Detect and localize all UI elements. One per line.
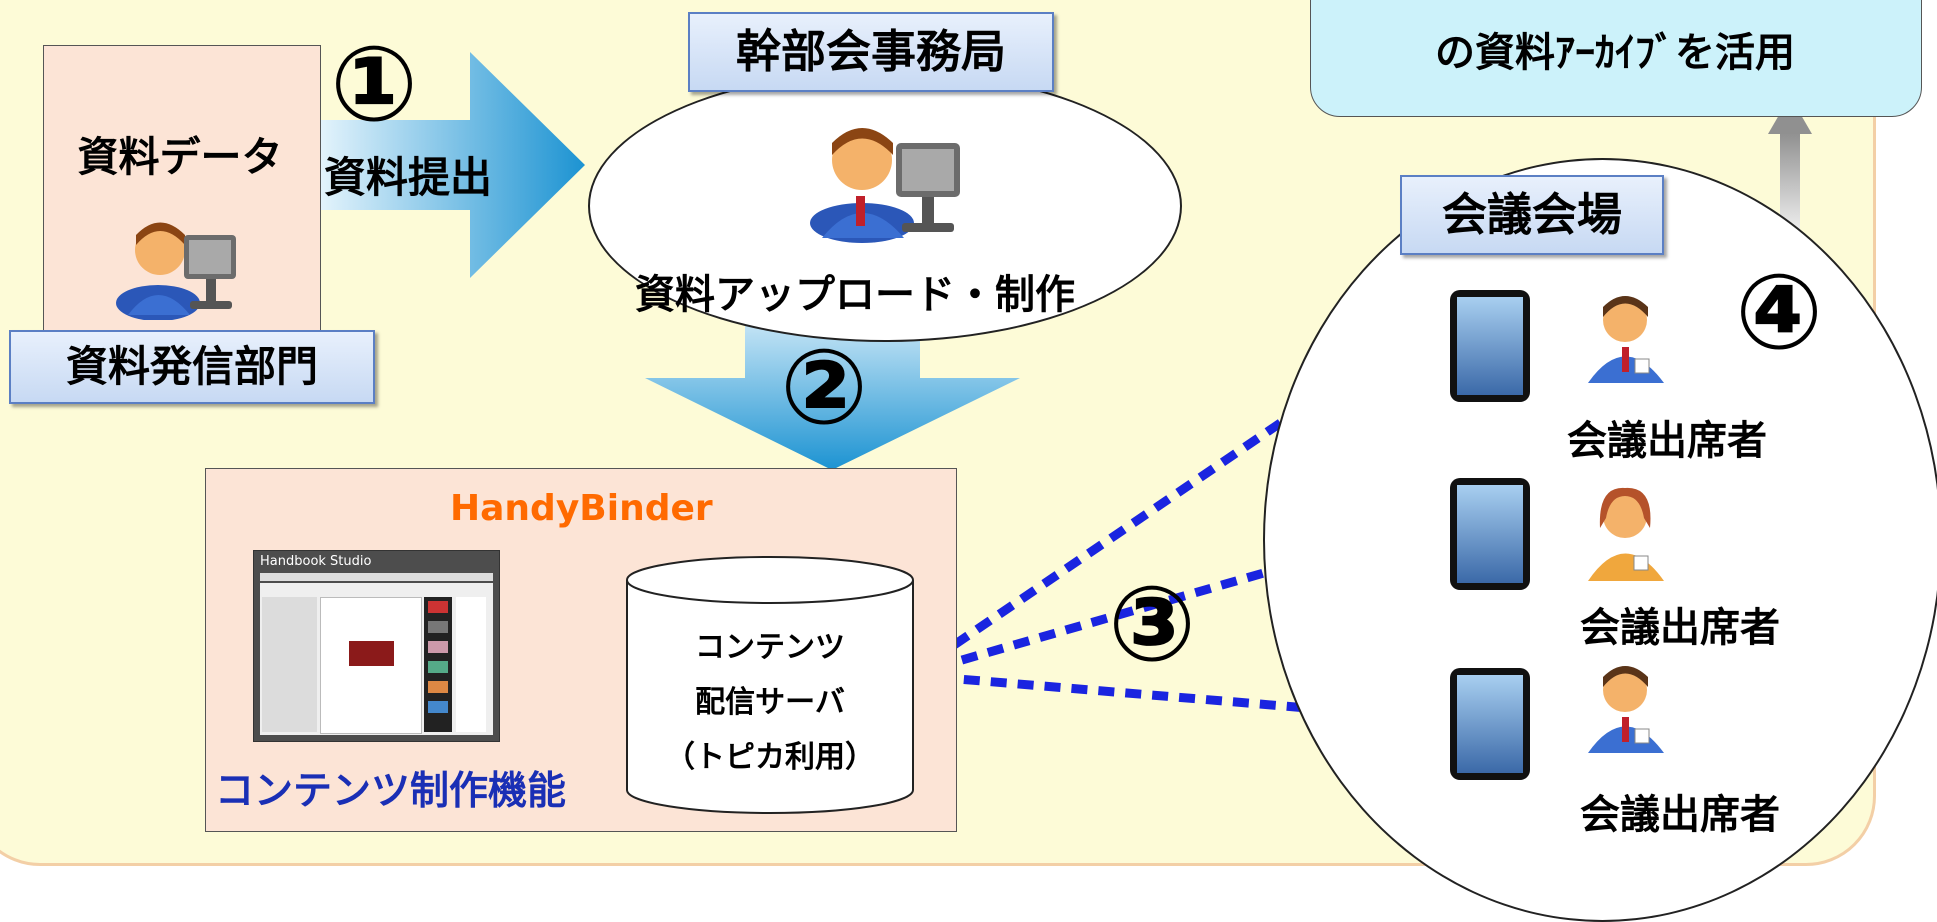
attendee-avatar-icon	[1580, 285, 1670, 389]
secretariat-label: 幹部会事務局	[688, 12, 1054, 92]
person-computer-icon	[108, 205, 248, 324]
tablet-icon	[1450, 290, 1530, 402]
step1-arrow	[318, 52, 585, 278]
server-cylinder	[626, 556, 914, 814]
archive-box	[1310, 0, 1922, 117]
step4-number: ④	[1735, 251, 1824, 373]
server-line1: コンテンツ	[695, 630, 845, 665]
content-tool-label: コンテンツ制作機能	[215, 769, 567, 814]
server-line2: 配信サーバ	[695, 685, 845, 720]
step3-number: ③	[1108, 563, 1197, 685]
source-dept-label: 資料発信部門	[9, 330, 375, 404]
attendee-avatar-icon	[1580, 655, 1670, 759]
step1-number: ①	[330, 23, 419, 145]
tablet-icon	[1450, 668, 1530, 780]
handbook-studio-screenshot: Handbook Studio	[253, 550, 500, 742]
step2-arrow	[645, 300, 1020, 470]
person-computer-icon	[800, 108, 970, 247]
handybinder-title: HandyBinder	[450, 488, 713, 529]
tablet-icon	[1450, 478, 1530, 590]
attendee-label: 会議出席者	[1580, 605, 1780, 651]
server-line3: （トピカ利用）	[665, 740, 875, 775]
secretariat-action: 資料アップロード・制作	[635, 272, 1075, 318]
source-box-title: 資料データ	[77, 133, 283, 181]
archive-text: の資料ｱｰｶｲﾌﾞを活用	[1435, 30, 1795, 76]
venue-label: 会議会場	[1400, 175, 1664, 255]
step1-label: 資料提出	[324, 153, 493, 202]
screenshot-title: Handbook Studio	[260, 554, 372, 569]
attendee-label: 会議出席者	[1567, 418, 1767, 464]
attendee-avatar-icon	[1580, 478, 1670, 587]
venue-ellipse	[1263, 158, 1937, 922]
step2-number: ②	[780, 326, 869, 448]
step4-arrow	[1780, 132, 1800, 237]
attendee-label: 会議出席者	[1580, 792, 1780, 838]
